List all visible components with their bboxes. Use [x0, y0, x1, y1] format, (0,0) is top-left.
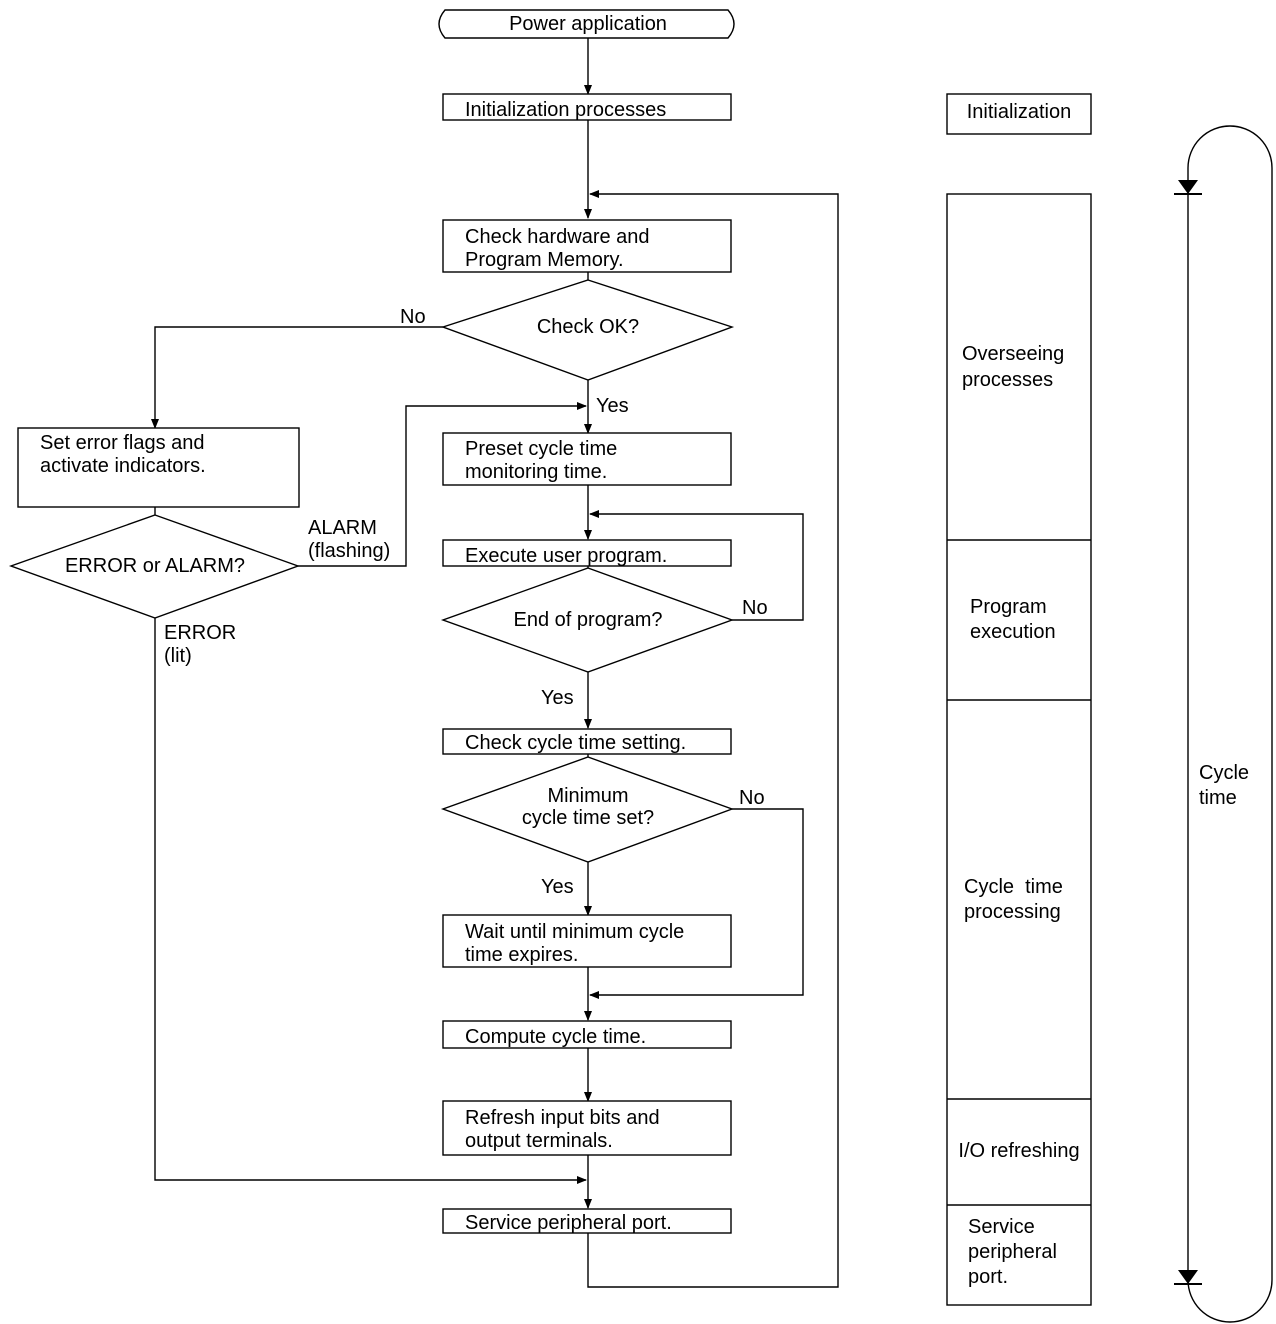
cycle-bottom-arrow-icon — [1178, 1270, 1198, 1284]
compute-box: Compute cycle time. — [442, 1020, 732, 1049]
error-alarm-label: ERROR or ALARM? — [65, 555, 245, 577]
start-label: Power application — [509, 13, 667, 35]
min-cycle-decision: Minimum cycle time set? — [440, 756, 735, 863]
phase-io-label: I/O refreshing — [958, 1140, 1079, 1162]
wait-line2: time expires. — [465, 944, 578, 966]
end-program-decision: End of program? — [440, 567, 735, 673]
cycle-time-line1: Cycle — [1199, 762, 1249, 784]
phase-cycle-line2: processing — [964, 901, 1061, 923]
start-terminator: Power application — [438, 9, 735, 39]
connectors — [151, 38, 839, 1288]
alarm-label-line1: ALARM — [308, 517, 377, 539]
arrow-alarm-path — [298, 402, 587, 567]
check-ok-yes-label: Yes — [596, 395, 629, 417]
phase-program-line2: execution — [970, 621, 1056, 643]
phase-cycle-line1: Cycle time — [964, 876, 1063, 898]
check-cycle-label: Check cycle time setting. — [465, 732, 686, 754]
check-cycle-box: Check cycle time setting. — [442, 728, 732, 755]
execute-label: Execute user program. — [465, 545, 667, 567]
preset-line2: monitoring time. — [465, 461, 607, 483]
phase-stack-box — [946, 193, 1092, 1306]
wait-box: Wait until minimum cycle time expires. — [442, 914, 732, 968]
check-ok-label: Check OK? — [537, 316, 639, 338]
check-ok-no-label: No — [400, 306, 426, 328]
set-error-line2: activate indicators. — [40, 455, 206, 477]
check-hardware-box: Check hardware and Program Memory. — [442, 219, 732, 273]
cycle-top-arrow-icon — [1178, 180, 1198, 194]
cycle-loop-curve — [1187, 125, 1273, 1323]
phase-overseeing-line2: processes — [962, 369, 1053, 391]
check-hardware-line2: Program Memory. — [465, 249, 624, 271]
cycle-time-loop: Cycle time — [1174, 125, 1273, 1323]
refresh-line1: Refresh input bits and — [465, 1107, 660, 1129]
init-label: Initialization processes — [465, 99, 666, 121]
arrow-error-path — [154, 618, 587, 1184]
error-label-line1: ERROR — [164, 622, 236, 644]
phase-service-line2: peripheral — [968, 1241, 1057, 1263]
wait-line1: Wait until minimum cycle — [465, 921, 684, 943]
arrow-no-loop-execute — [589, 510, 804, 621]
service-box: Service peripheral port. — [442, 1208, 732, 1234]
end-program-yes-label: Yes — [541, 687, 574, 709]
min-cycle-no-label: No — [739, 787, 765, 809]
set-error-box: Set error flags and activate indicators. — [17, 427, 300, 508]
phase-overseeing-line1: Overseeing — [962, 343, 1064, 365]
set-error-line1: Set error flags and — [40, 432, 205, 454]
phase-initialization-label: Initialization — [967, 101, 1072, 123]
alarm-label-line2: (flashing) — [308, 540, 390, 562]
execute-box: Execute user program. — [442, 539, 732, 567]
error-label-line2: (lit) — [164, 645, 192, 667]
preset-line1: Preset cycle time — [465, 438, 617, 460]
check-ok-decision: Check OK? — [440, 279, 735, 381]
min-cycle-line2: cycle time set? — [522, 807, 654, 829]
branch-labels: No Yes ALARM (flashing) ERROR (lit) No Y… — [164, 306, 768, 898]
refresh-line2: output terminals. — [465, 1130, 613, 1152]
arrow-no-seterror — [151, 326, 443, 429]
arrow-no-bypass — [589, 808, 804, 999]
min-cycle-yes-label: Yes — [541, 876, 574, 898]
compute-label: Compute cycle time. — [465, 1026, 646, 1048]
arrow-loop-back — [587, 190, 839, 1288]
phase-program-line1: Program — [970, 596, 1047, 618]
check-hardware-line1: Check hardware and — [465, 226, 650, 248]
phase-service-line3: port. — [968, 1266, 1008, 1288]
end-program-no-label: No — [742, 597, 768, 619]
end-program-label: End of program? — [514, 609, 663, 631]
min-cycle-line1: Minimum — [547, 785, 628, 807]
phase-initialization-box — [946, 93, 1092, 135]
phase-service-line1: Service — [968, 1216, 1035, 1238]
phase-column: Initialization Overseeing processes Prog… — [946, 93, 1092, 1306]
init-box: Initialization processes — [442, 93, 732, 121]
refresh-box: Refresh input bits and output terminals. — [442, 1100, 732, 1156]
cycle-time-line2: time — [1199, 787, 1237, 809]
preset-box: Preset cycle time monitoring time. — [442, 432, 732, 486]
service-label: Service peripheral port. — [465, 1212, 672, 1234]
error-alarm-decision: ERROR or ALARM? — [8, 514, 301, 619]
